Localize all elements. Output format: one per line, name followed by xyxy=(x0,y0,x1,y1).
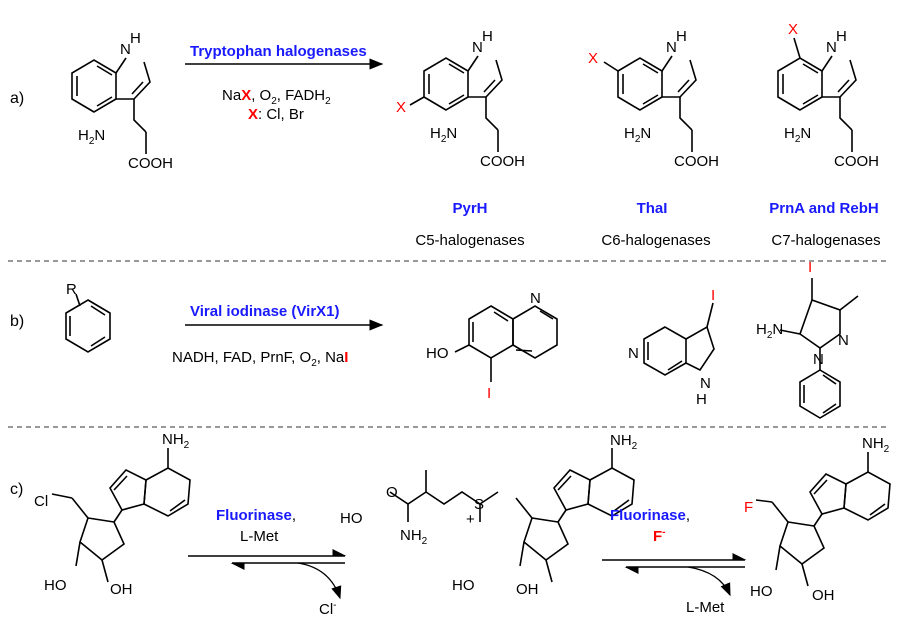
enzyme-fluorinase-2: Fluorinase, xyxy=(610,507,690,524)
enzyme-fluorinase-1: Fluorinase, xyxy=(216,507,296,524)
svg-text:HO: HO xyxy=(426,345,449,362)
svg-text:COOH: COOH xyxy=(480,153,525,170)
svg-text:N: N xyxy=(628,345,639,362)
iodo-hydroxyquinoline xyxy=(454,305,558,382)
svg-text:H: H xyxy=(482,28,493,45)
svg-text:H2N: H2N xyxy=(784,125,811,145)
svg-text:COOH: COOH xyxy=(674,153,719,170)
svg-text:OH: OH xyxy=(812,587,835,604)
amine-label: H2N xyxy=(78,127,105,147)
svg-text:OH: OH xyxy=(516,581,539,598)
svg-text:H2N: H2N xyxy=(756,321,783,341)
svg-text:+: + xyxy=(466,511,475,528)
svg-text:F: F xyxy=(744,499,753,516)
svg-text:N: N xyxy=(700,375,711,392)
svg-text:NH2: NH2 xyxy=(610,432,638,452)
svg-text:I: I xyxy=(487,385,491,402)
chloro-deoxyadenosine: NH2 Cl HO OH xyxy=(34,431,191,598)
svg-text:HO: HO xyxy=(750,583,773,600)
svg-text:NH2: NH2 xyxy=(162,431,190,451)
c5-halo-tryptophan: N H X H2N COOH xyxy=(396,28,525,170)
section-label-a: a) xyxy=(10,90,24,107)
s-adenosylmethionine: O HO NH2 S + NH2 HO OH xyxy=(340,432,638,598)
class-c5: C5-halogenases xyxy=(415,232,524,249)
svg-text:NH2: NH2 xyxy=(400,527,428,547)
svg-text:H: H xyxy=(130,30,141,47)
class-c6: C6-halogenases xyxy=(601,232,710,249)
svg-text:I: I xyxy=(711,287,715,304)
generic-arene xyxy=(65,293,111,353)
svg-text:N: N xyxy=(120,41,131,58)
iodo-azaindole xyxy=(643,302,715,376)
svg-text:N: N xyxy=(826,39,837,56)
svg-text:H2N: H2N xyxy=(430,125,457,145)
svg-text:X: X xyxy=(396,99,406,116)
svg-text:I: I xyxy=(808,259,812,276)
svg-text:X: X xyxy=(588,50,598,67)
tryptophan-substrate: N H H2N COOH xyxy=(71,30,173,172)
svg-text:HO: HO xyxy=(452,577,475,594)
section-label-b: b) xyxy=(10,313,24,330)
svg-text:COOH: COOH xyxy=(128,155,173,172)
enzyme-thai: ThaI xyxy=(637,200,668,217)
cofactor-lmet: L-Met xyxy=(240,528,279,545)
fluoride-reagent: F- xyxy=(653,527,666,545)
svg-text:H2N: H2N xyxy=(624,125,651,145)
svg-text:O: O xyxy=(386,484,398,501)
svg-text:N: N xyxy=(530,290,541,307)
c7-halo-tryptophan: N H X H2N COOH xyxy=(777,21,879,170)
fluoro-deoxyadenosine: NH2 F HO OH xyxy=(744,435,891,604)
svg-text:N: N xyxy=(666,39,677,56)
enzyme-tryptophan-halogenases: Tryptophan halogenases xyxy=(190,43,367,60)
enzyme-virx1: Viral iodinase (VirX1) xyxy=(190,303,340,320)
svg-text:N: N xyxy=(813,351,824,368)
svg-text:H: H xyxy=(676,28,687,45)
reagents-line-2: X: Cl, Br xyxy=(248,106,304,123)
svg-text:HO: HO xyxy=(44,577,67,594)
svg-text:Cl: Cl xyxy=(34,493,48,510)
reagents-line-1: NaX, O2, FADH2 xyxy=(222,87,331,107)
svg-text:OH: OH xyxy=(110,581,133,598)
chloride-byproduct: Cl- xyxy=(319,600,337,618)
svg-text:COOH: COOH xyxy=(834,153,879,170)
c6-halo-tryptophan: N H X H2N COOH xyxy=(588,28,719,170)
lmet-byproduct: L-Met xyxy=(686,599,725,616)
enzyme-pyrh: PyrH xyxy=(452,200,487,217)
r-group: R xyxy=(66,281,77,298)
section-label-c: c) xyxy=(10,481,23,498)
svg-text:NH2: NH2 xyxy=(862,435,890,455)
svg-text:N: N xyxy=(472,39,483,56)
svg-text:HO: HO xyxy=(340,510,363,527)
svg-text:H: H xyxy=(836,28,847,45)
svg-text:N: N xyxy=(838,332,849,349)
svg-text:S: S xyxy=(474,496,484,513)
reagents-b: NADH, FAD, PrnF, O2, NaI xyxy=(172,349,348,369)
svg-text:X: X xyxy=(788,21,798,38)
iodo-aminopyrazole xyxy=(779,278,859,419)
class-c7: C7-halogenases xyxy=(771,232,880,249)
svg-text:H: H xyxy=(696,391,707,408)
enzyme-prna-rebh: PrnA and RebH xyxy=(769,200,878,217)
